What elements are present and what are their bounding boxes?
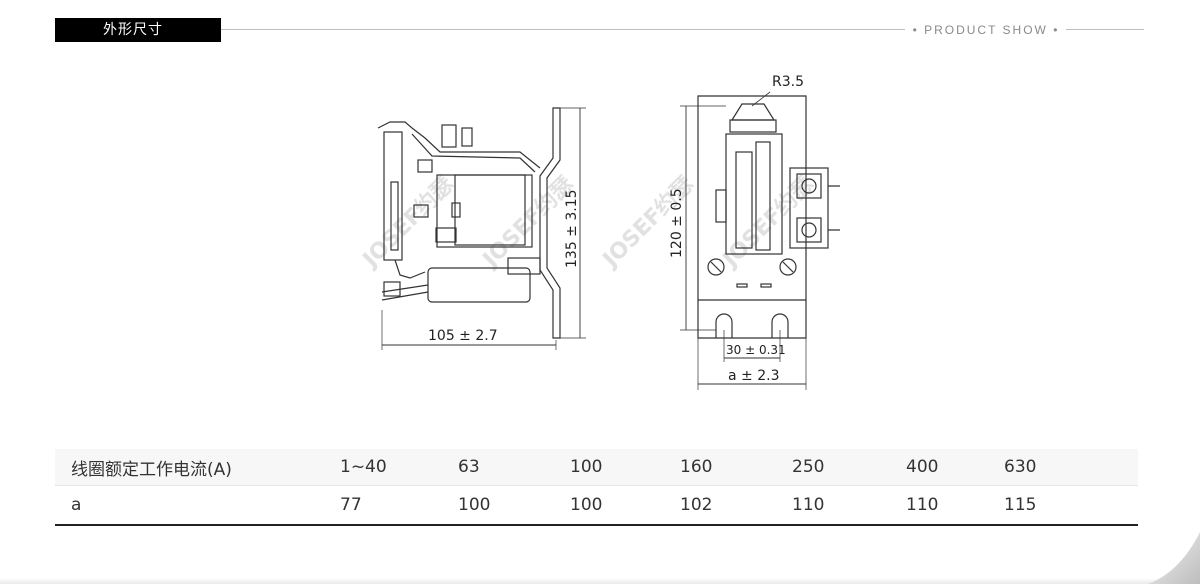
top-arm-inner bbox=[411, 133, 536, 173]
table-cell: 400 bbox=[906, 449, 1004, 486]
coil-core bbox=[454, 174, 526, 246]
terminal-lug bbox=[828, 185, 840, 231]
front-core-2 bbox=[755, 141, 771, 251]
contact-1 bbox=[417, 159, 433, 173]
contact-3 bbox=[435, 227, 457, 243]
mount-slot-left bbox=[715, 313, 733, 338]
table-cell: 63 bbox=[458, 449, 570, 486]
relay-dimension-drawing: JOSEF约瑟 JOSEF约瑟 JOSEF约瑟 JOSEF约瑟 bbox=[356, 74, 840, 390]
mark-2 bbox=[760, 283, 772, 288]
header-divider-left bbox=[221, 29, 905, 30]
armature-plate-inner bbox=[390, 181, 399, 251]
section-title-tab: 外形尺寸 bbox=[55, 18, 221, 42]
table-cell: 250 bbox=[792, 449, 906, 486]
armature-plate bbox=[383, 131, 403, 261]
slot-spacing-label: 30 ± 0.31 bbox=[726, 343, 786, 357]
table-cell: 110 bbox=[906, 485, 1004, 526]
table-cell: 77 bbox=[340, 485, 458, 526]
watermark-1: JOSEF约瑟 bbox=[356, 171, 458, 273]
lower-arm bbox=[394, 259, 426, 279]
terminal-1 bbox=[796, 173, 822, 199]
front-side-left bbox=[715, 189, 727, 223]
bottom-shadow bbox=[0, 578, 1200, 584]
table-cell: 100 bbox=[458, 485, 570, 526]
bottom-block bbox=[507, 257, 541, 275]
bottom-bolt bbox=[383, 281, 401, 297]
terminal-block bbox=[789, 167, 829, 249]
table-cell: 160 bbox=[680, 449, 792, 486]
mount-screw-left bbox=[707, 258, 725, 276]
product-show-label: • PRODUCT SHOW • bbox=[912, 23, 1060, 37]
table-cell: 102 bbox=[680, 485, 792, 526]
mount-screw-right bbox=[779, 258, 797, 276]
terminal-screw-1 bbox=[801, 178, 817, 194]
top-cap-body bbox=[729, 119, 777, 133]
bottom-spring bbox=[427, 267, 531, 303]
top-arm bbox=[377, 121, 541, 169]
radius-leader bbox=[751, 91, 771, 107]
mount-screw-right-slot bbox=[782, 261, 794, 273]
row-header-current: 线圈额定工作电流(A) bbox=[55, 449, 340, 486]
row-header-a: a bbox=[55, 485, 340, 526]
watermark-group: JOSEF约瑟 JOSEF约瑟 JOSEF约瑟 JOSEF约瑟 bbox=[356, 171, 818, 273]
side-width-label: 105 ± 2.7 bbox=[428, 328, 498, 344]
radius-label: R3.5 bbox=[772, 74, 804, 90]
header-divider-right bbox=[1066, 29, 1144, 30]
mark-1 bbox=[736, 283, 748, 288]
table-cell: 1~40 bbox=[340, 449, 458, 486]
top-terminal-1 bbox=[441, 124, 457, 148]
table-row-a: a 77 100 100 102 110 110 115 bbox=[55, 485, 1138, 526]
front-core bbox=[735, 151, 753, 249]
terminal-2 bbox=[796, 217, 822, 243]
table-cell: 100 bbox=[570, 485, 680, 526]
front-width-label: a ± 2.3 bbox=[728, 368, 779, 384]
front-view: R3.5 120 ± 0.5 30 ± 0.31 a ± 2.3 bbox=[669, 74, 840, 390]
spec-table: 线圈额定工作电流(A) 1~40 63 100 160 250 400 630 … bbox=[55, 449, 1138, 526]
table-cell: 115 bbox=[1004, 485, 1138, 526]
table-cell: 630 bbox=[1004, 449, 1138, 486]
side-view: 105 ± 2.7 135 ± 3.15 bbox=[377, 107, 586, 350]
front-height-label: 120 ± 0.5 bbox=[669, 188, 685, 258]
table-row-current: 线圈额定工作电流(A) 1~40 63 100 160 250 400 630 bbox=[55, 449, 1138, 486]
bottom-link bbox=[381, 284, 429, 301]
mount-slot-right bbox=[771, 313, 789, 338]
coil-small-part bbox=[451, 202, 461, 218]
top-cap bbox=[730, 103, 776, 121]
top-terminal-2 bbox=[461, 127, 473, 147]
watermark-4: JOSEF约瑟 bbox=[716, 171, 818, 273]
side-height-label: 135 ± 3.15 bbox=[564, 189, 580, 268]
page-curl-decoration bbox=[1148, 532, 1200, 584]
table-cell: 100 bbox=[570, 449, 680, 486]
contact-2 bbox=[413, 204, 429, 218]
table-cell: 110 bbox=[792, 485, 906, 526]
mount-screw-left-slot bbox=[710, 261, 722, 273]
terminal-screw-2 bbox=[801, 222, 817, 238]
